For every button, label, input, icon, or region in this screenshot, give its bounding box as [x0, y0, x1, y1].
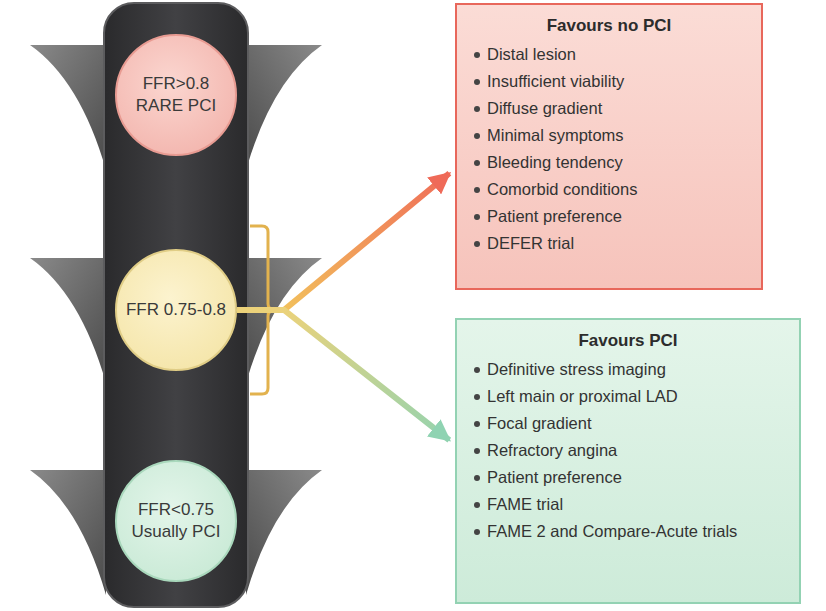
bullet-item: Insufficient viability [471, 68, 747, 95]
green-lamp: FFR<0.75 Usually PCI [115, 460, 237, 582]
box-heading: Favours no PCI [471, 13, 747, 39]
light-housing [104, 3, 248, 607]
outcome-box: Favours PCIDefinitive stress imagingLeft… [455, 318, 801, 604]
bullet-item: FAME trial [471, 491, 785, 518]
bullet-item: Left main or proximal LAD [471, 383, 785, 410]
bullet-item: Minimal symptoms [471, 122, 747, 149]
bullet-item: Distal lesion [471, 41, 747, 68]
decision-arrow [237, 310, 449, 440]
lamp-label: FFR>0.8 RARE PCI [130, 73, 222, 117]
visor [30, 470, 106, 595]
visor [246, 258, 322, 383]
bullet-item: Diffuse gradient [471, 95, 747, 122]
lamp-label: FFR 0.75-0.8 [120, 299, 232, 321]
bullet-item: Patient preference [471, 203, 747, 230]
bullet-item: Refractory angina [471, 437, 785, 464]
decision-arrow [237, 173, 449, 310]
bullet-item: FAME 2 and Compare-Acute trials [471, 518, 785, 545]
visor [246, 45, 322, 170]
bullet-item: Comorbid conditions [471, 176, 747, 203]
bullet-item: Focal gradient [471, 410, 785, 437]
bullet-item: DEFER trial [471, 230, 747, 257]
visor [30, 258, 106, 383]
lamp-label: FFR<0.75 Usually PCI [128, 499, 224, 543]
amber-lamp: FFR 0.75-0.8 [115, 249, 237, 371]
bullet-item: Patient preference [471, 464, 785, 491]
red-lamp: FFR>0.8 RARE PCI [115, 34, 237, 156]
bullet-item: Definitive stress imaging [471, 356, 785, 383]
visor [30, 45, 106, 170]
box-heading: Favours PCI [471, 328, 785, 354]
bullet-item: Bleeding tendency [471, 149, 747, 176]
visor [246, 470, 322, 595]
outcome-box: Favours no PCIDistal lesionInsufficient … [455, 3, 763, 290]
